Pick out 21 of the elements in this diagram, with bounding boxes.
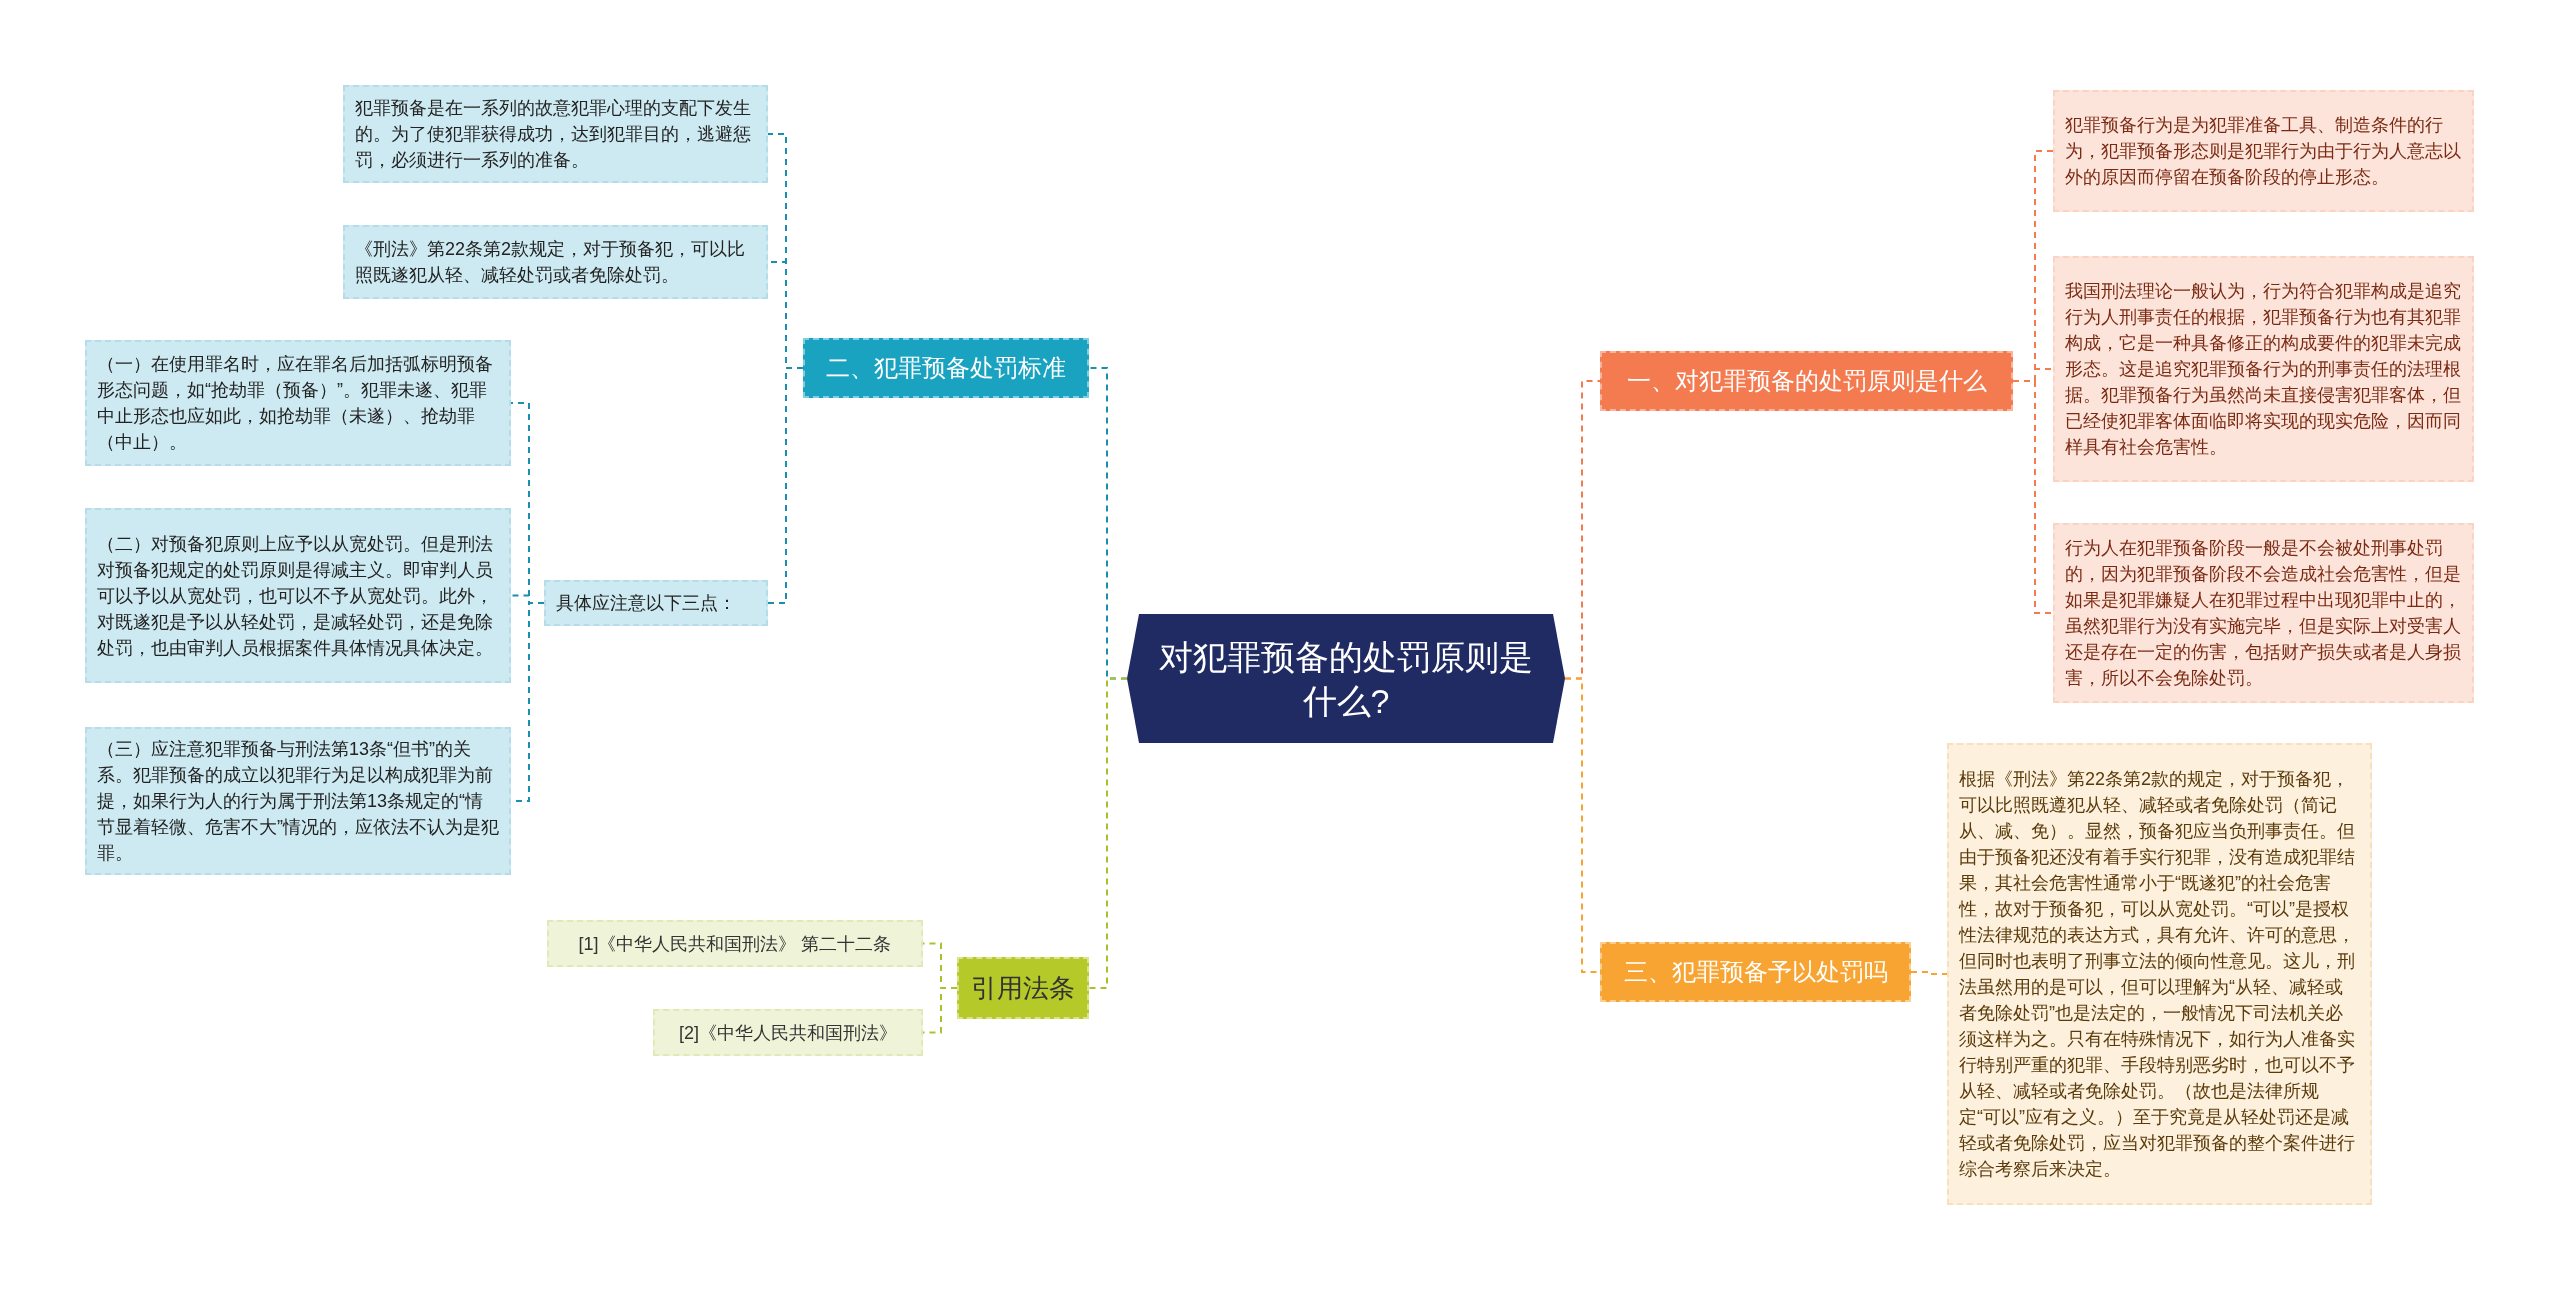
connector [767,367,804,604]
text-box: 我国刑法理论一般认为，行为符合犯罪构成是追究行为人刑事责任的根据，犯罪预备行为也有其犯罪构成，它是一种具备修正的构成要件的犯罪未完成形态。这是追究犯罪预备行为的刑事责任的法理根据。犯罪预备行为虽然尚未直接侵害犯罪客体，但已经使犯罪客体面临即将实现的现实危险，因而同样具有社会危害性。 [2053,256,2474,482]
topic-box: 引用法条 [957,957,1089,1019]
text-box: [2]《中华人民共和国刑法》 [653,1009,923,1056]
text-box: （三）应注意犯罪预备与刑法第13条“但书”的关系。犯罪预备的成立以犯罪行为足以构成犯罪为前提，如果行为人的行为属于刑法第13条规定的“情节显着轻微、危害不大”情况的，应依法不认为是犯罪。 [85,727,511,875]
topic-box: 一、对犯罪预备的处罚原则是什么 [1600,351,2013,411]
text-box: 具体应注意以下三点： [544,580,768,626]
text-box: 根据《刑法》第22条第2款的规定，对于预备犯，可以比照既遵犯从轻、减轻或者免除处罚（简记从、减、免）。显然，预备犯应当负刑事责任。但由于预备犯还没有着手实行犯罪，没有造成犯罪结果，其社会危害性通常小于“既遂犯”的社会危害性，故对于预备犯，可以从宽处罚。“可以”是授权性法律规范的表达方式，具有允许、许可的意思，但同时也表明了刑事立法的倾向性意见。这儿，刑法虽然用的是可以，但可以理解为“从轻、减轻或者免除处罚”也是法定的，一般情况下司法机关必须这样为之。只有在特殊情况下，如行为人准备实行特别严重的犯罪、手段特别恶劣时，也可以不予从轻、减轻或者免除处罚。（故也是法律所规定“可以”应有之义。）至于究竟是从轻处罚还是减轻或者免除处罚，应当对犯罪预备的整个案件进行综合考察后来决定。 [1947,743,2372,1205]
text-box: 《刑法》第22条第2款规定，对于预备犯，可以比照既遂犯从轻、减轻处罚或者免除处罚。 [343,225,768,299]
connector [1088,677,1128,989]
text-box: 犯罪预备是在一系列的故意犯罪心理的支配下发生的。为了使犯罪获得成功，达到犯罪目的，逃避惩罚，必须进行一系列的准备。 [343,85,768,183]
topic-box: 三、犯罪预备予以处罚吗 [1600,942,1911,1002]
connector [1910,971,1948,975]
text-box: 行为人在犯罪预备阶段一般是不会被处刑事处罚的，因为犯罪预备阶段不会造成社会危害性，但是如果是犯罪嫌疑人在犯罪过程中出现犯罪中止的，虽然犯罪行为没有实施完毕，但是实际上对受害人还是存在一定的伤害，包括财产损失或者是人身损害，所以不会免除处罚。 [2053,523,2474,703]
text-box: （二）对预备犯原则上应予以从宽处罚。但是刑法对预备犯规定的处罚原则是得减主义。即审判人员可以予以从宽处罚，也可以不予从宽处罚。此外，对既遂犯是予以从轻处罚，是减轻处罚，还是免除处罚，也由审判人员根据案件具体情况具体决定。 [85,508,511,683]
text-box: 犯罪预备行为是为犯罪准备工具、制造条件的行为，犯罪预备形态则是犯罪行为由于行为人意志以外的原因而停留在预备阶段的停止形态。 [2053,90,2474,212]
text-box: （一）在使用罪名时，应在罪名后加括弧标明预备形态问题，如“抢劫罪（预备）”。犯罪未遂、犯罪中止形态也应如此，如抢劫罪（未遂）、抢劫罪（中止）。 [85,340,511,466]
central-topic: 对犯罪预备的处罚原则是什么? [1127,614,1565,743]
connector [2012,380,2054,614]
text-box: [1]《中华人民共和国刑法》 第二十二条 [547,920,923,967]
topic-box: 二、犯罪预备处罚标准 [803,338,1089,398]
